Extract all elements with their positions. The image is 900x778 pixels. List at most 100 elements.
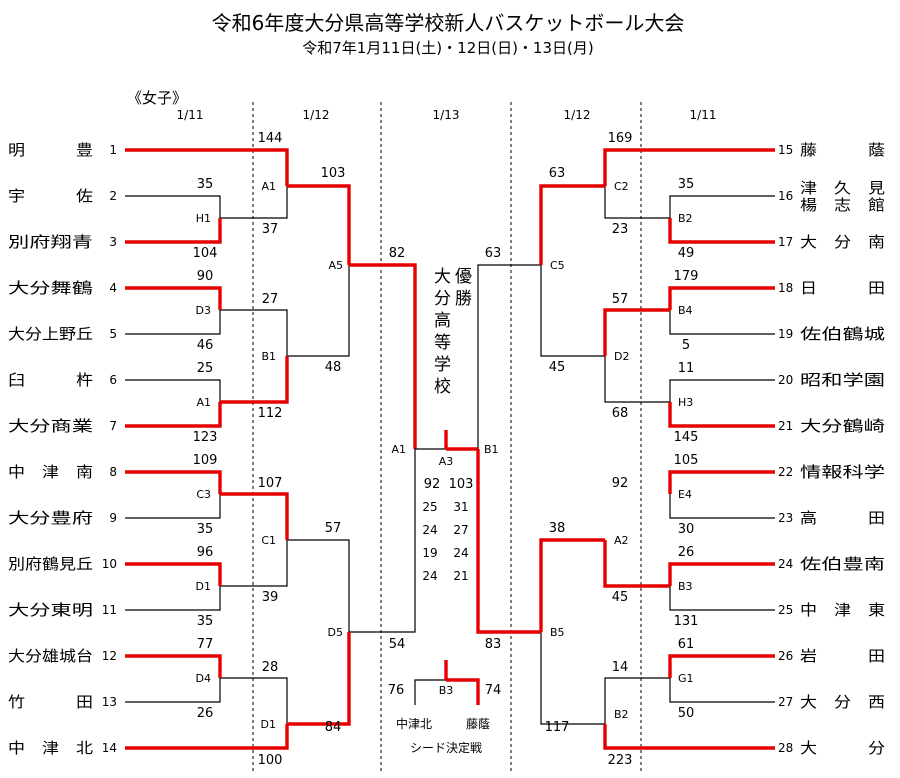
score: 25 [197,361,214,376]
team-name: 別府翔青 [8,233,93,251]
score: 103 [321,166,346,181]
seed-number: 23 [778,511,793,525]
game-ids: H1 D3 A1 C3 D1 D4 A1 B1 C1 D1 A5 D5 A1 A… [196,180,694,731]
team-name: 明 豊 [8,141,93,159]
seed-number: 8 [109,465,117,479]
team-name: 大分東明 [8,601,93,619]
team-name: 竹 田 [8,693,93,711]
game-id: C3 [196,488,211,501]
score: 26 [678,545,695,560]
team-name: 藤 蔭 [800,141,885,159]
score: 90 [197,269,214,284]
team-name: 大 分 西 [800,693,885,711]
score: 39 [262,590,279,605]
seed-score-left: 76 [388,683,405,698]
seed-number: 22 [778,465,793,479]
right-scores: 169 35 49 179 5 11 145 105 30 26 131 61 … [485,131,699,768]
team-name: 楊 志 館 [800,196,885,214]
seed-number: 15 [778,143,793,157]
seed-number: 11 [102,603,117,617]
final-lines [414,430,480,705]
seed-number: 16 [778,189,793,203]
score: 68 [612,406,629,421]
final-scores: 92 103 25 31 24 27 19 24 24 21 [422,477,473,583]
seed-number: 19 [778,327,793,341]
seed-number: 27 [778,695,793,709]
quarter-score: 25 [422,500,437,514]
score: 131 [674,614,699,629]
score: 77 [197,637,214,652]
score: 92 [612,476,629,491]
game-id: E4 [678,488,692,501]
team-name: 中 津 南 [8,463,93,481]
score: 145 [674,430,699,445]
final-score-left: 92 [424,477,441,492]
quarter-score: 19 [422,546,437,560]
score: 30 [678,522,695,537]
score: 54 [389,637,406,652]
score: 35 [197,614,214,629]
left-bracket-lines [125,148,417,750]
game-id: D2 [614,350,629,363]
col-left-r2: 1/12 [303,108,330,122]
seed-number: 21 [778,419,793,433]
team-name: 情報科学 [800,463,885,481]
seed-number: 6 [109,373,117,387]
seed-decision-match: 76 74 中津北 藤蔭 シード決定戦 [388,683,502,755]
left-teams: 明 豊 宇 佐 別府翔青 大分舞鶴 大分上野丘 臼 杵 大分商業 中 津 南 大… [8,141,93,757]
left-scores: 144 35 104 90 46 25 123 109 35 96 35 77 … [193,131,406,768]
team-name: 津 久 見 [800,179,885,197]
game-id: H1 [196,212,211,225]
team-name: 大 分 南 [800,233,885,251]
score: 27 [262,292,279,307]
team-name: 大分豊府 [8,509,93,527]
game-id: C5 [550,259,565,272]
team-name: 岩 田 [800,647,885,665]
team-name: 別府鶴見丘 [8,555,93,573]
score: 48 [325,360,342,375]
score: 23 [612,222,629,237]
game-id: A1 [391,443,406,456]
game-id: C2 [614,180,629,193]
score: 117 [545,720,570,735]
score: 57 [612,292,629,307]
game-id: D4 [196,672,211,685]
score: 45 [612,590,629,605]
seed-number: 25 [778,603,793,617]
game-id: B3 [439,684,454,697]
score: 223 [608,753,633,768]
quarter-score: 24 [453,546,468,560]
score: 49 [678,246,695,261]
seed-number: 1 [109,143,117,157]
game-id: A3 [439,455,454,468]
score: 11 [678,361,695,376]
game-id: A5 [328,259,343,272]
quarter-score: 31 [453,500,468,514]
score: 14 [612,660,629,675]
score: 50 [678,706,695,721]
score: 112 [258,406,283,421]
score: 37 [262,222,279,237]
score: 144 [258,131,283,146]
score: 61 [678,637,695,652]
game-id: G1 [678,672,694,685]
team-name: 大分商業 [8,417,93,435]
score: 35 [197,177,214,192]
column-dividers [252,102,642,772]
team-name: 日 田 [800,279,885,297]
right-bracket-lines [476,148,775,750]
final-score-right: 103 [449,477,474,492]
score: 26 [197,706,214,721]
score: 109 [193,453,218,468]
col-final: 1/13 [433,108,460,122]
right-seeds: 15 16 17 18 19 20 21 22 23 24 25 26 27 2… [778,143,793,755]
quarter-score: 24 [422,523,437,537]
game-id: D5 [328,626,343,639]
score: 169 [608,131,633,146]
game-id: B2 [614,708,629,721]
team-name: 大分鶴崎 [800,417,885,435]
team-name: 宇 佐 [8,187,93,205]
game-id: D3 [196,304,211,317]
seed-number: 20 [778,373,793,387]
